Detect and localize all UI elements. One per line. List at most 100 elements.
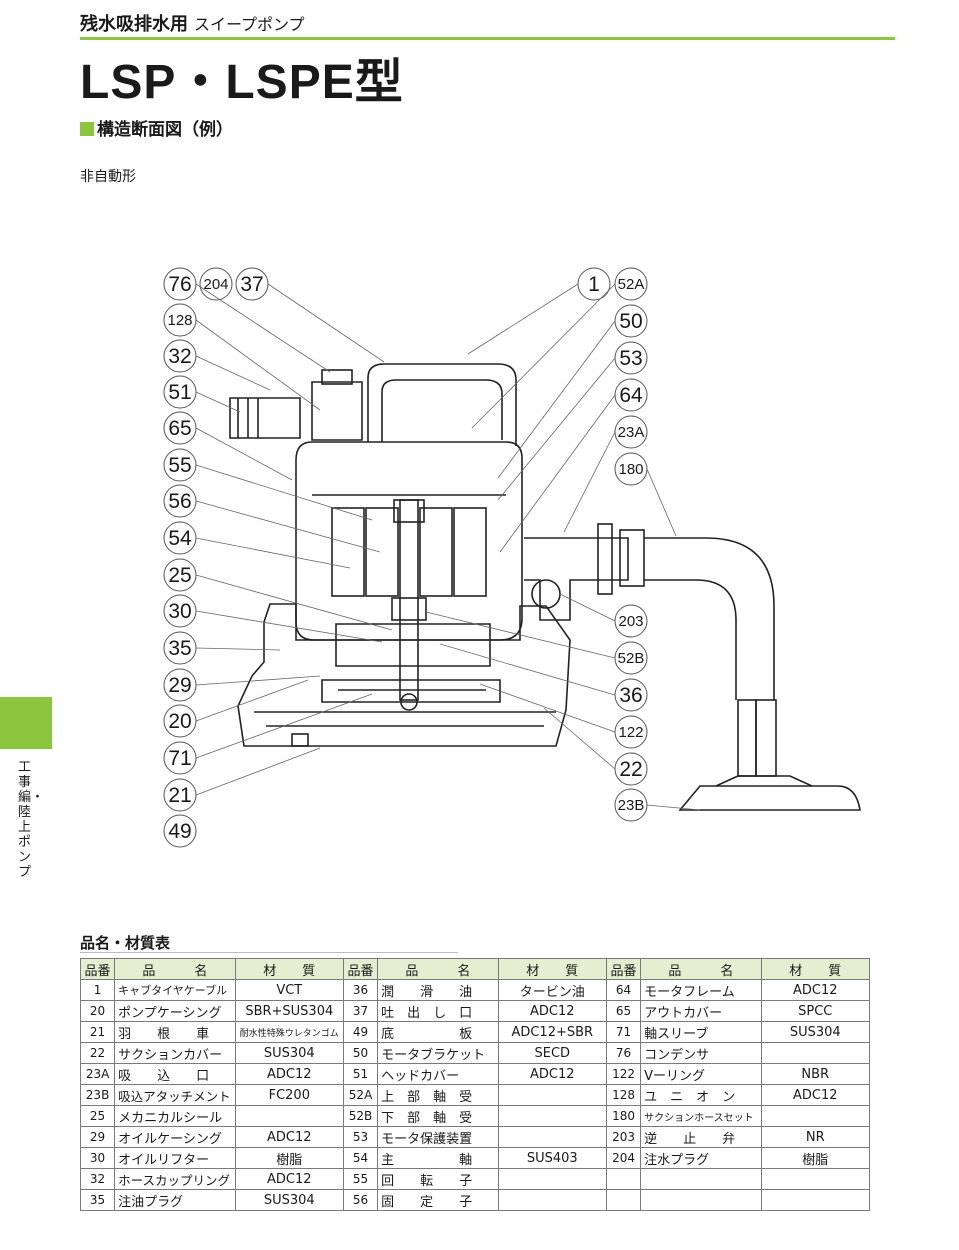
callout-label: 21 bbox=[168, 784, 191, 807]
material-cell bbox=[234, 1105, 344, 1127]
material-cell bbox=[760, 1105, 871, 1127]
part-number-cell: 30 bbox=[79, 1147, 116, 1169]
callout-label: 23A bbox=[618, 424, 645, 441]
part-name-cell: ヘッドカバー bbox=[377, 1063, 499, 1085]
material-cell: 耐水性特殊ウレタンゴム bbox=[234, 1021, 344, 1043]
material-cell bbox=[497, 1168, 607, 1190]
material-cell: SBR+SUS304 bbox=[234, 1000, 344, 1022]
part-number-cell: 128 bbox=[605, 1084, 642, 1106]
part-name-cell: 潤 滑 油 bbox=[377, 979, 499, 1001]
callout-label: 128 bbox=[167, 312, 192, 329]
part-number-cell: 21 bbox=[79, 1021, 116, 1043]
part-number-cell bbox=[605, 1168, 642, 1190]
material-cell bbox=[497, 1084, 607, 1106]
material-cell: ADC12+SBR bbox=[497, 1021, 607, 1043]
material-cell: タービン油 bbox=[497, 979, 607, 1001]
part-number-cell: 54 bbox=[342, 1147, 379, 1169]
part-number-cell: 71 bbox=[605, 1021, 642, 1043]
leader-lines bbox=[195, 283, 701, 811]
part-number-cell: 52B bbox=[342, 1105, 379, 1127]
side-tab bbox=[0, 697, 52, 749]
callout-label: 36 bbox=[619, 684, 642, 707]
material-cell: SUS304 bbox=[234, 1042, 344, 1064]
variant-label: 非自動形 bbox=[80, 169, 136, 185]
part-number-cell: 55 bbox=[342, 1168, 379, 1190]
material-cell: ADC12 bbox=[760, 979, 871, 1001]
material-cell bbox=[760, 1042, 871, 1064]
header-cell: 品 名 bbox=[377, 958, 499, 980]
callout-label: 37 bbox=[240, 273, 263, 296]
part-name-cell: ポンプケーシング bbox=[114, 1000, 236, 1022]
callout-label: 76 bbox=[168, 273, 191, 296]
part-name-cell bbox=[640, 1168, 762, 1190]
part-number-cell: 64 bbox=[605, 979, 642, 1001]
part-number-cell: 122 bbox=[605, 1063, 642, 1085]
material-cell: 樹脂 bbox=[760, 1147, 871, 1169]
callout-label: 22 bbox=[619, 758, 642, 781]
title-rule bbox=[80, 37, 895, 40]
material-cell: ADC12 bbox=[234, 1063, 344, 1085]
part-number-cell: 37 bbox=[342, 1000, 379, 1022]
section-heading: 構造断面図（例） bbox=[80, 115, 233, 140]
side-tab-label: 工事編・陸上ポンプ bbox=[18, 760, 45, 880]
part-name-cell: サクションホースセット bbox=[640, 1105, 762, 1127]
part-name-cell: サクションカバー bbox=[114, 1042, 236, 1064]
part-name-cell: 吸 込 口 bbox=[114, 1063, 236, 1085]
callout-bubbles-left bbox=[163, 267, 269, 848]
part-name-cell: 軸スリーブ bbox=[640, 1021, 762, 1043]
material-cell: ADC12 bbox=[497, 1063, 607, 1085]
material-cell bbox=[760, 1189, 871, 1211]
callout-label: 65 bbox=[168, 417, 191, 440]
material-cell: ADC12 bbox=[497, 1000, 607, 1022]
part-name-cell: 固 定 子 bbox=[377, 1189, 499, 1211]
header-cell: 品番 bbox=[342, 958, 379, 980]
part-number-cell: 20 bbox=[79, 1000, 116, 1022]
callout-label: 25 bbox=[168, 564, 191, 587]
callout-labels-right: 1 52A 50 53 64 23A 180 203 52B 36 122 22… bbox=[588, 273, 644, 814]
part-name-cell: 吸込アタッチメント bbox=[114, 1084, 236, 1106]
part-number-cell: 76 bbox=[605, 1042, 642, 1064]
callout-label: 50 bbox=[619, 310, 642, 333]
material-cell: SPCC bbox=[760, 1000, 871, 1022]
part-name-cell: 注水プラグ bbox=[640, 1147, 762, 1169]
material-cell bbox=[760, 1168, 871, 1190]
part-number-cell: 29 bbox=[79, 1126, 116, 1148]
material-cell bbox=[497, 1105, 607, 1127]
part-number-cell: 50 bbox=[342, 1042, 379, 1064]
part-number-cell: 56 bbox=[342, 1189, 379, 1211]
part-name-cell: モータ保護装置 bbox=[377, 1126, 499, 1148]
part-number-cell: 204 bbox=[605, 1147, 642, 1169]
material-cell: FC200 bbox=[234, 1084, 344, 1106]
part-name-cell: 羽 根 車 bbox=[114, 1021, 236, 1043]
material-cell: 樹脂 bbox=[234, 1147, 344, 1169]
callout-label: 55 bbox=[168, 454, 191, 477]
part-number-cell: 180 bbox=[605, 1105, 642, 1127]
callout-label: 204 bbox=[203, 276, 228, 293]
category-label: 残水吸排水用 bbox=[80, 14, 188, 35]
part-number-cell: 53 bbox=[342, 1126, 379, 1148]
part-name-cell: 回 転 子 bbox=[377, 1168, 499, 1190]
callout-label: 54 bbox=[168, 527, 192, 550]
part-name-cell: 下 部 軸 受 bbox=[377, 1105, 499, 1127]
callout-label: 52B bbox=[618, 650, 645, 667]
material-cell: SUS304 bbox=[234, 1189, 344, 1211]
table-header-row: 品番 品 名 材 質 品番 品 名 材 質 品番 品 名 材 質 bbox=[79, 958, 871, 980]
part-name-cell: モータブラケット bbox=[377, 1042, 499, 1064]
callout-label: 29 bbox=[168, 674, 191, 697]
material-cell: SECD bbox=[497, 1042, 607, 1064]
part-number-cell bbox=[605, 1189, 642, 1211]
callout-label: 203 bbox=[618, 613, 643, 630]
part-name-cell: 吐 出 し 口 bbox=[377, 1000, 499, 1022]
part-number-cell: 1 bbox=[79, 979, 116, 1001]
table-heading-rule bbox=[80, 952, 458, 953]
material-cell bbox=[497, 1126, 607, 1148]
part-name-cell: アウトカバー bbox=[640, 1000, 762, 1022]
material-cell: ADC12 bbox=[760, 1084, 871, 1106]
